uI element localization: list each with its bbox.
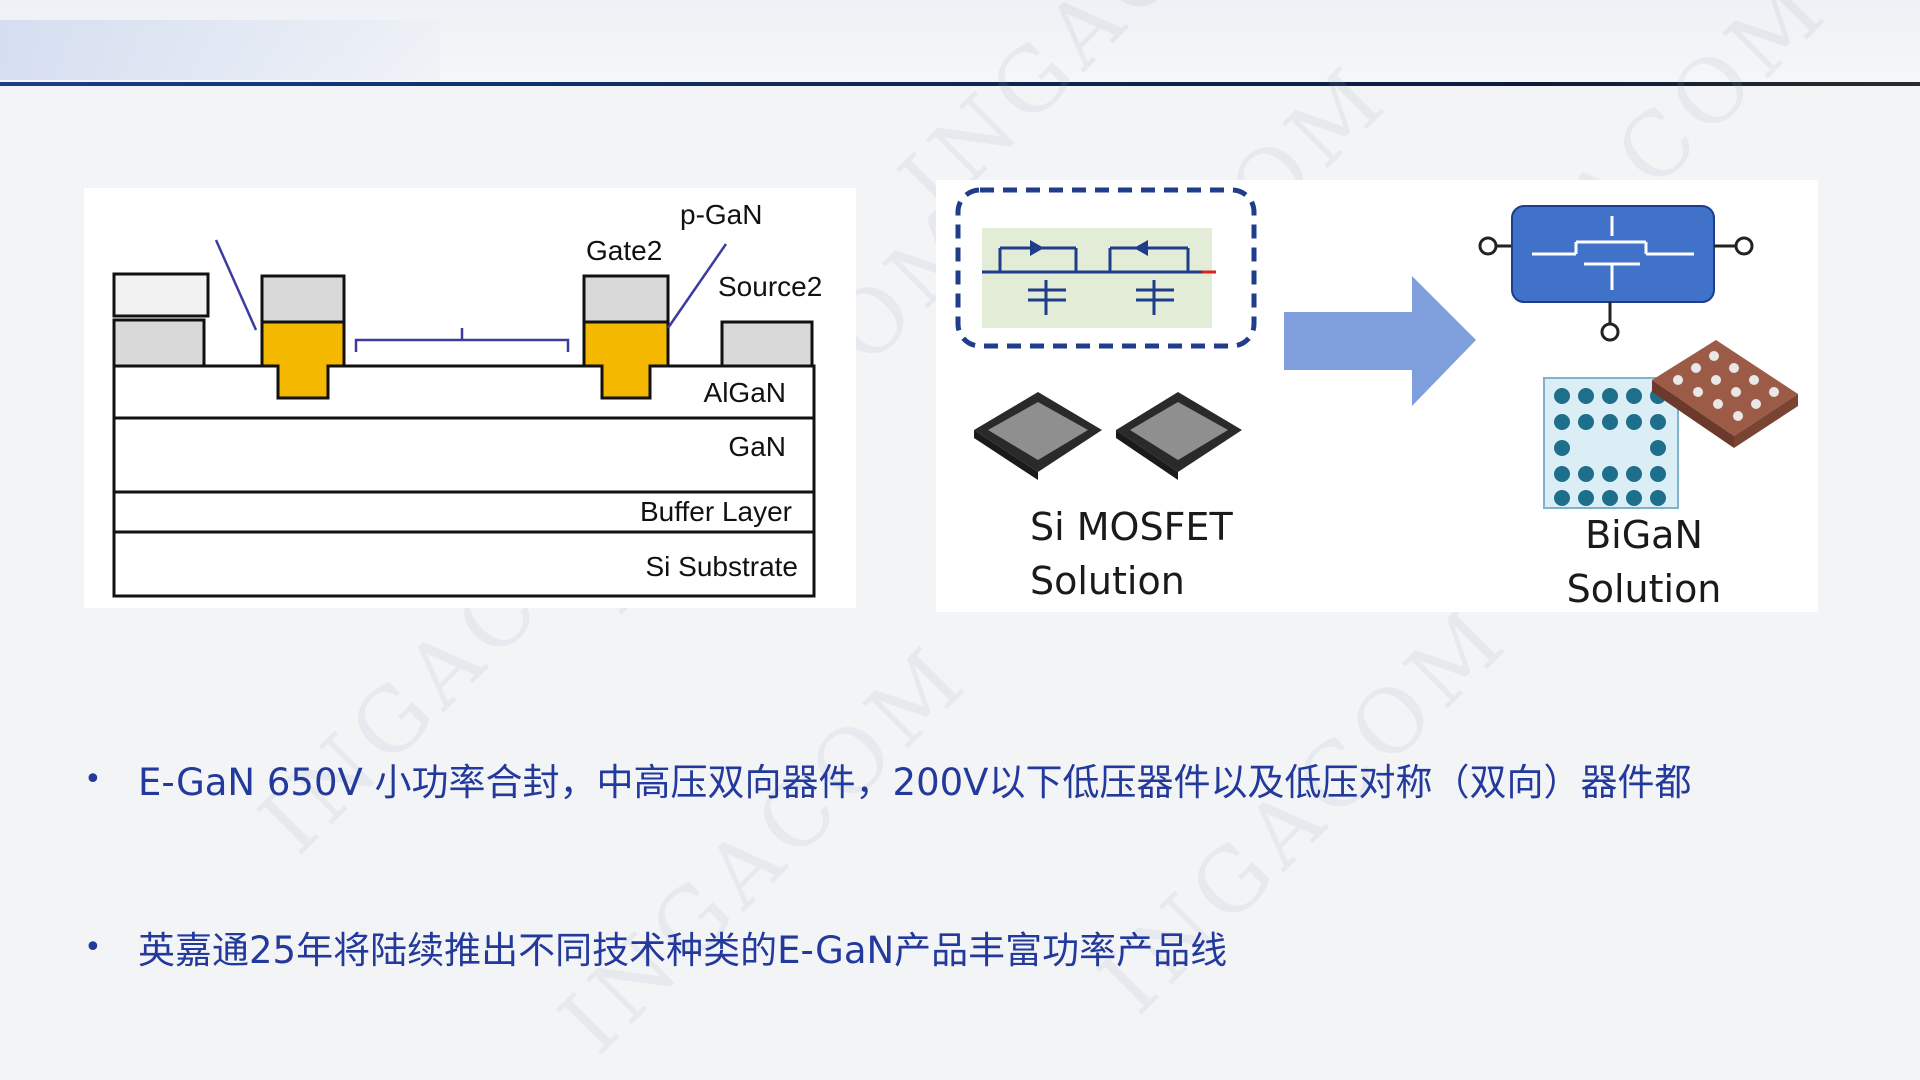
transition-arrow-icon	[1284, 276, 1476, 406]
terminal-circle-icon	[1734, 236, 1754, 256]
gan-layer-diagram: p-GaN Gate2 Source2 AlGaN GaN Buffer Lay…	[84, 188, 856, 608]
bigan-package-icon	[1652, 340, 1798, 448]
source2-contact	[720, 320, 814, 368]
source1-cap	[112, 272, 210, 318]
substrate-layer	[112, 530, 816, 598]
bigan-symbol-icon	[1532, 216, 1694, 290]
channel-bracket	[354, 338, 570, 352]
mosfet-circuit-icon	[982, 246, 1212, 315]
solution-svg: Si MOSFET Solution	[955, 187, 1798, 611]
gate2-pgan	[582, 320, 670, 400]
bigan-solution-label: Solution	[1567, 567, 1722, 611]
buffer-layer	[112, 490, 816, 534]
gate2-metal	[582, 274, 670, 324]
algan-layer	[112, 364, 816, 420]
circuit-background	[982, 228, 1212, 328]
terminal-circle-icon	[1478, 236, 1498, 256]
header-divider	[0, 82, 1920, 86]
algan-label: AlGaN	[704, 377, 786, 408]
bigan-device-block	[1511, 205, 1715, 303]
pointer-line-pgan	[666, 243, 728, 329]
pointer-line-left	[214, 239, 258, 331]
solution-comparison-diagram: Si MOSFET Solution	[936, 180, 1818, 612]
gate1-metal	[260, 274, 346, 324]
si-solution-label: Solution	[1030, 559, 1185, 603]
si-substrate-label: Si Substrate	[645, 551, 798, 582]
header-accent	[0, 20, 440, 80]
gate1-pgan	[260, 320, 346, 400]
die-pad-array-icon	[1554, 388, 1666, 506]
diode-arrow-icon	[1134, 240, 1148, 256]
bigan-label: BiGaN	[1585, 513, 1703, 557]
p-gan-label: p-GaN	[680, 199, 762, 230]
si-mosfet-package-icon	[974, 392, 1102, 480]
si-mosfet-label: Si MOSFET	[1030, 505, 1233, 549]
terminal-circle-icon	[1600, 322, 1620, 342]
si-mosfet-package-icon	[1116, 392, 1242, 480]
gate2-label: Gate2	[586, 235, 662, 266]
diode-arrow-icon	[1030, 240, 1044, 256]
gan-label: GaN	[728, 431, 786, 462]
buffer-layer-label: Buffer Layer	[640, 496, 792, 527]
layer-stack-svg: p-GaN Gate2 Source2 AlGaN GaN Buffer Lay…	[112, 199, 822, 598]
gan-layer	[112, 416, 816, 494]
source1-contact	[112, 318, 206, 368]
source2-label: Source2	[718, 271, 822, 302]
